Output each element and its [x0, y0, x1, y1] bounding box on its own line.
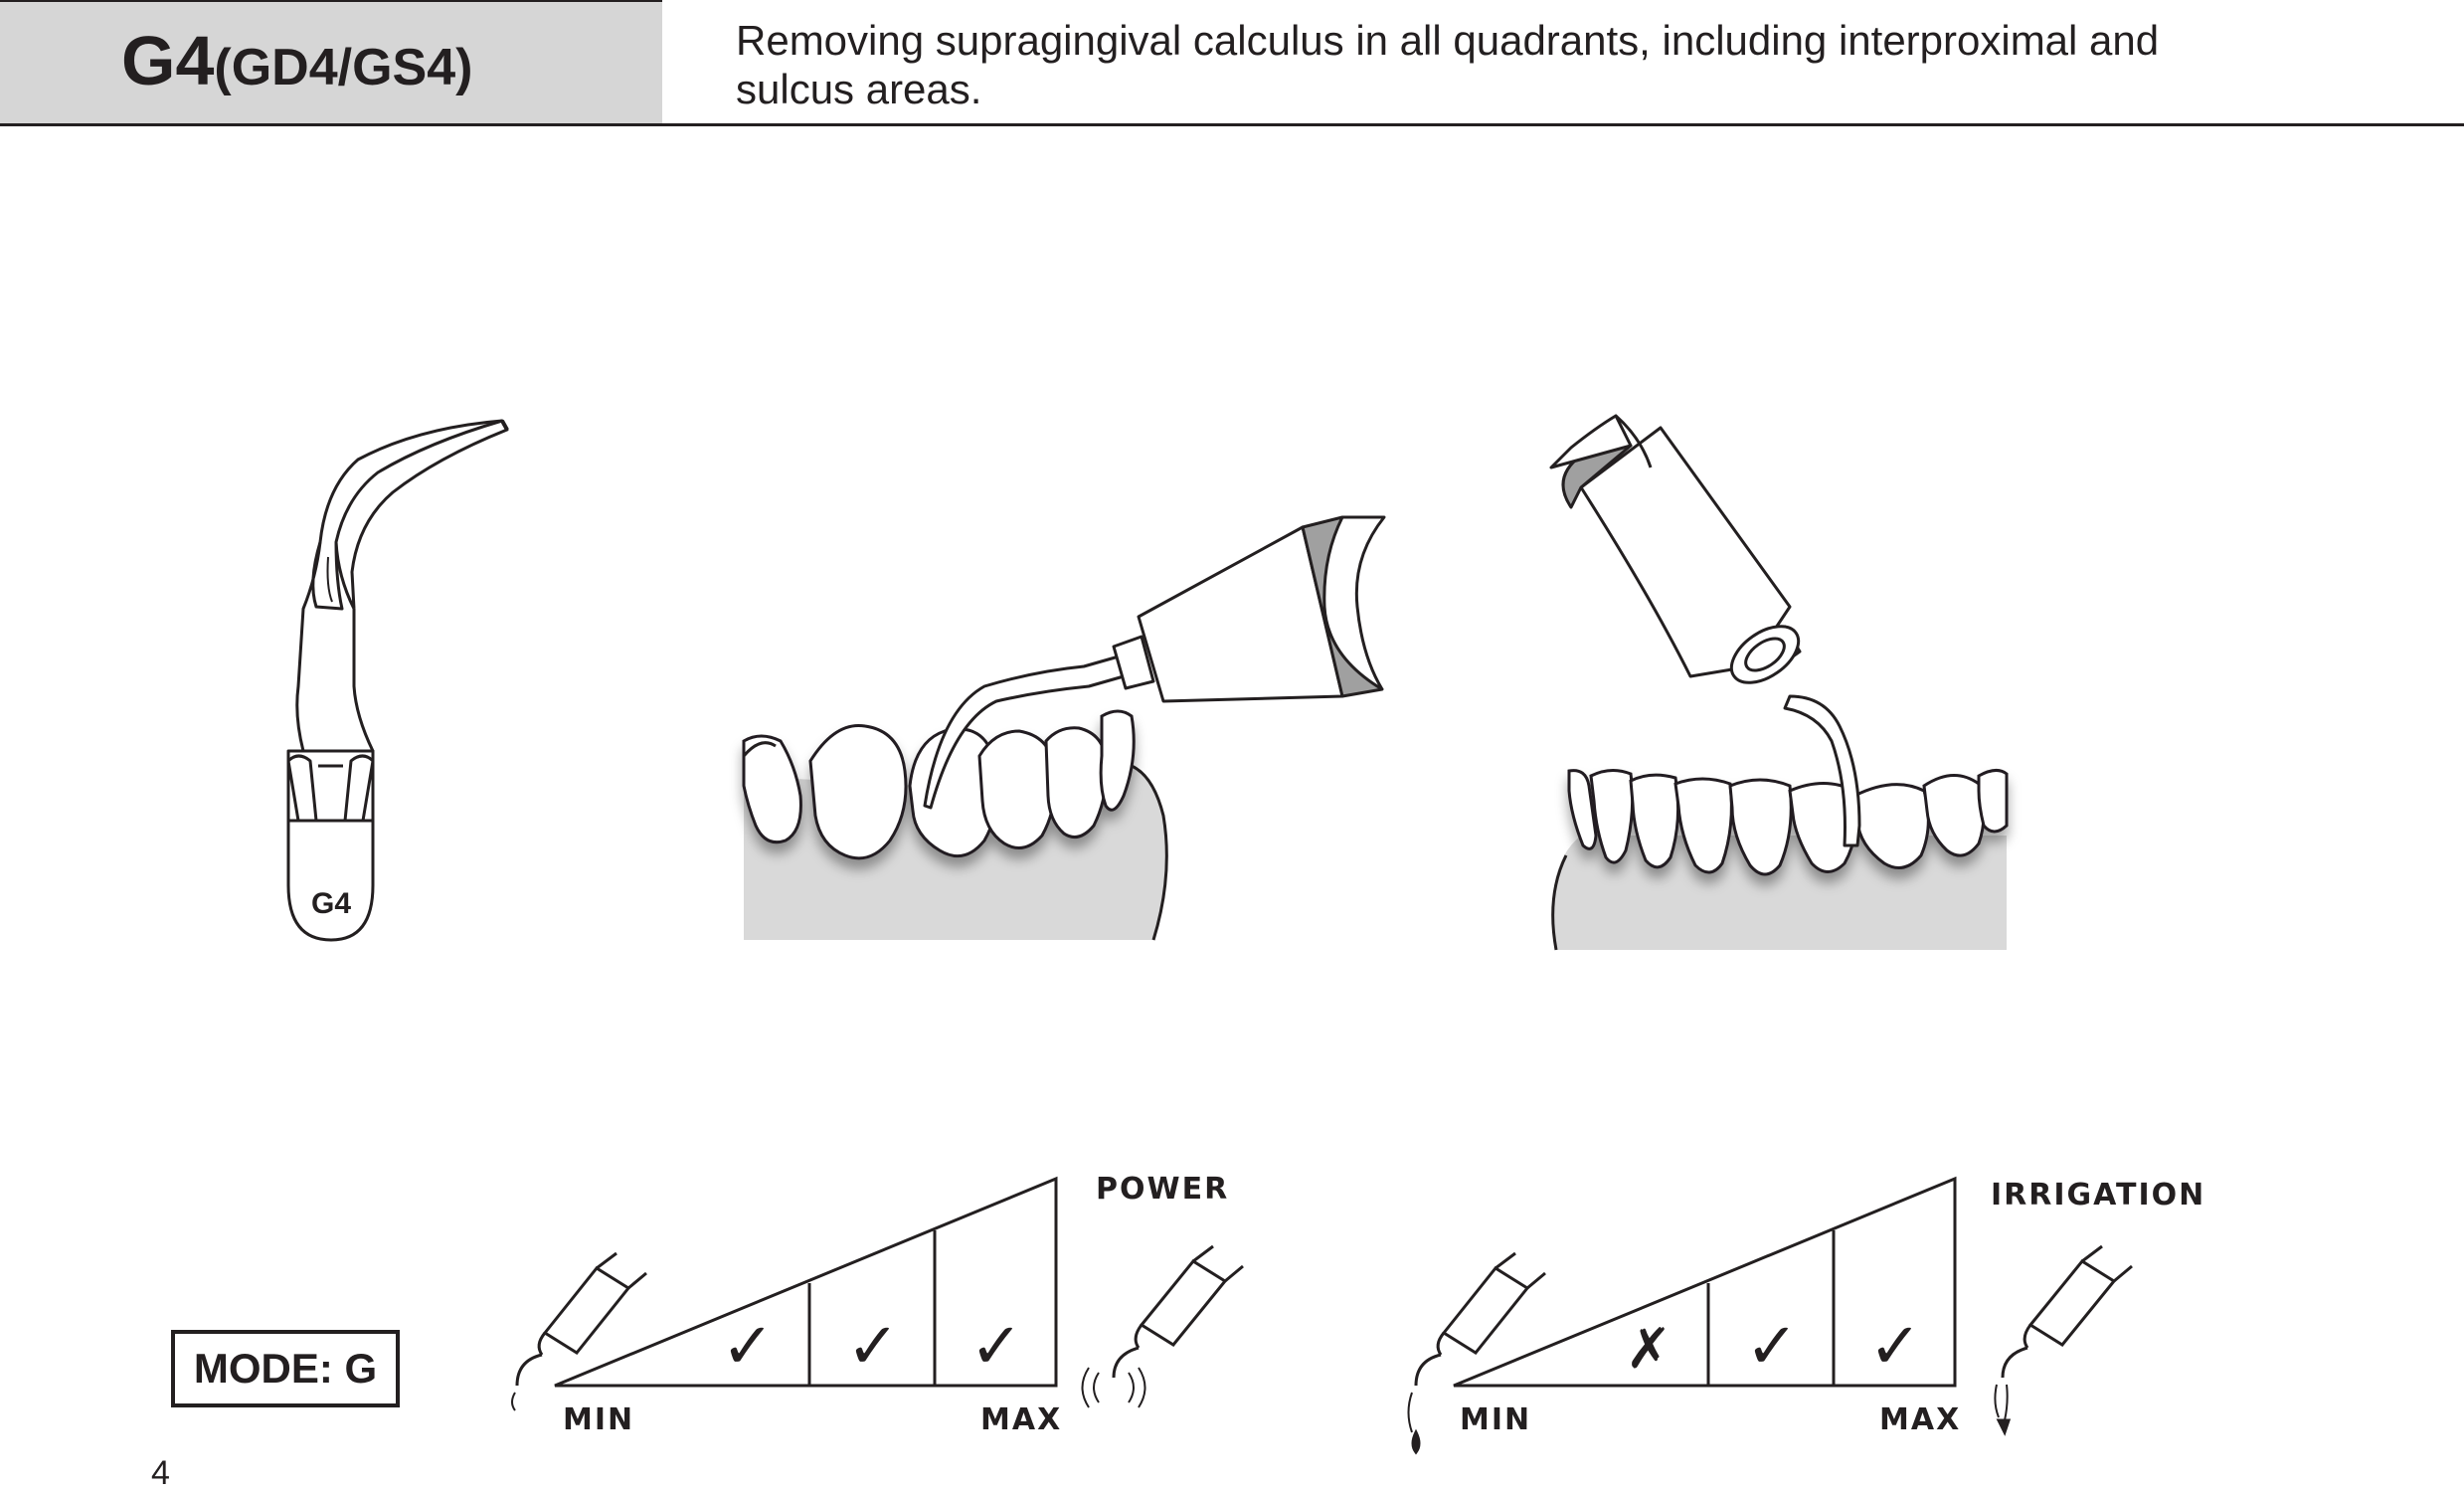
- power-scale-wedge: [554, 1176, 1058, 1388]
- irrigation-scale: [1407, 1176, 2133, 1455]
- irrigation-max-label: MAX: [1879, 1402, 1962, 1437]
- tip-variants: (GD4/GS4): [214, 39, 473, 96]
- mode-indicator: MODE: G: [171, 1330, 400, 1407]
- tip-model: G4: [121, 22, 215, 99]
- power-max-label: MAX: [980, 1402, 1063, 1437]
- scaler-tip-illustration: G4: [286, 419, 509, 942]
- irrigation-min-handpiece-icon: [1407, 1251, 1546, 1455]
- irrigation-level-1-mark: ✗: [1626, 1317, 1672, 1382]
- lower-jaw-illustration: [742, 515, 1386, 941]
- title-band: G4(GD4/GS4): [0, 0, 662, 123]
- tip-description: Removing supragingival calculus in all q…: [736, 16, 2287, 113]
- power-level-2-mark: ✓: [846, 1310, 900, 1384]
- irrigation-min-label: MIN: [1460, 1402, 1532, 1437]
- power-scale-title: POWER: [1096, 1172, 1230, 1207]
- description-line-2: sulcus areas.: [736, 66, 982, 112]
- page-number: 4: [151, 1454, 170, 1492]
- power-max-handpiece-icon: [1081, 1244, 1244, 1408]
- power-min-handpiece-icon: [511, 1251, 647, 1411]
- tip-engraving: G4: [311, 887, 351, 920]
- mode-label: MODE: G: [193, 1345, 378, 1392]
- tip-title: G4(GD4/GS4): [121, 26, 472, 95]
- power-scale: [511, 1176, 1244, 1411]
- irrigation-scale-title: IRRIGATION: [1991, 1178, 2206, 1213]
- power-level-1-mark: ✓: [721, 1310, 775, 1384]
- irrigation-level-2-mark: ✓: [1745, 1310, 1799, 1384]
- quadrant-illustration: [1549, 414, 2009, 951]
- irrigation-max-handpiece-icon: [1994, 1244, 2133, 1436]
- page-header: G4(GD4/GS4) Removing supragingival calcu…: [0, 0, 2464, 127]
- header-divider: [0, 123, 2464, 126]
- power-level-3-mark: ✓: [969, 1310, 1023, 1384]
- description-line-1: Removing supragingival calculus in all q…: [736, 17, 2160, 64]
- irrigation-level-3-mark: ✓: [1868, 1310, 1922, 1384]
- irrigation-level-marks: ✗ ✓ ✓: [1626, 1310, 1922, 1384]
- power-level-marks: ✓ ✓ ✓: [721, 1310, 1023, 1384]
- power-min-label: MIN: [563, 1402, 635, 1437]
- irrigation-scale-wedge: [1453, 1176, 1957, 1388]
